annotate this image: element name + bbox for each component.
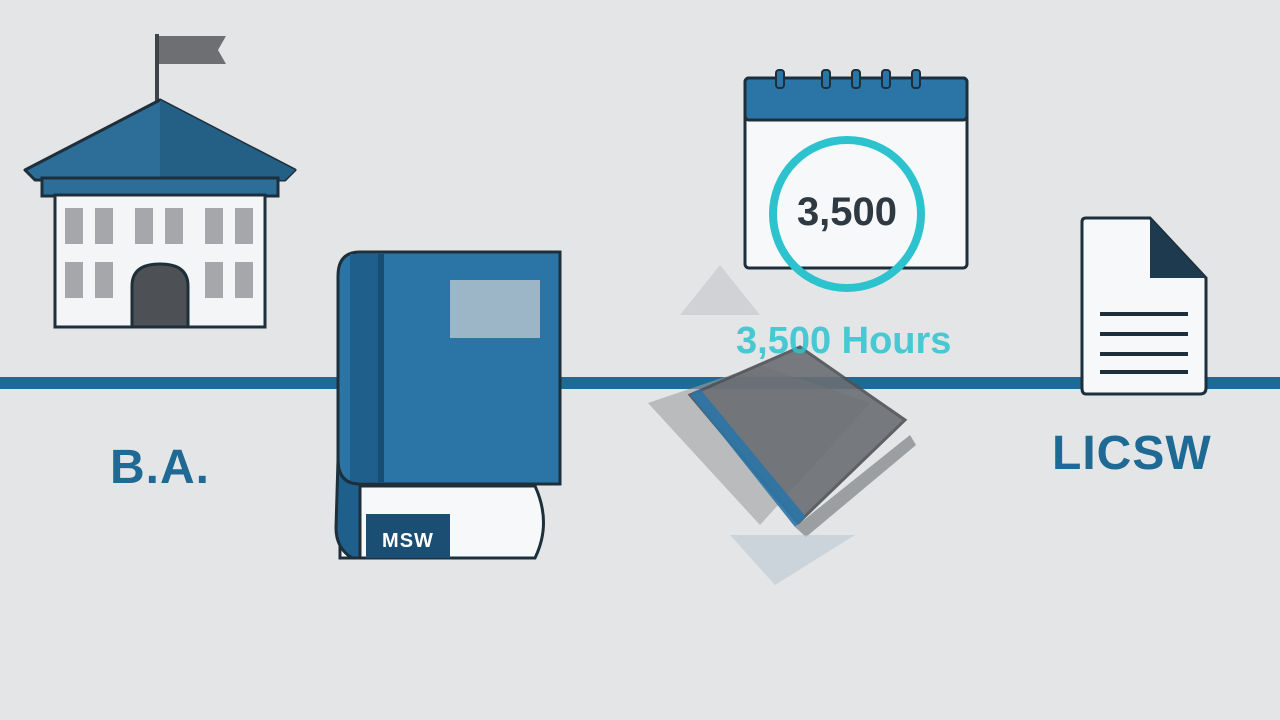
document-icon: [1080, 216, 1208, 396]
university-building-icon: [23, 34, 297, 329]
book-icon: [334, 250, 562, 560]
calendar-hours-value: 3,500: [796, 190, 898, 234]
msw-label: MSW: [382, 530, 434, 552]
ba-label: B.A.: [110, 441, 210, 494]
hours-label: 3,500 Hours: [736, 320, 952, 362]
calendar-icon: [743, 69, 969, 292]
licsw-label: LICSW: [1052, 427, 1212, 480]
timeline-line: [0, 377, 1280, 389]
faded-book-icon: [648, 265, 916, 585]
